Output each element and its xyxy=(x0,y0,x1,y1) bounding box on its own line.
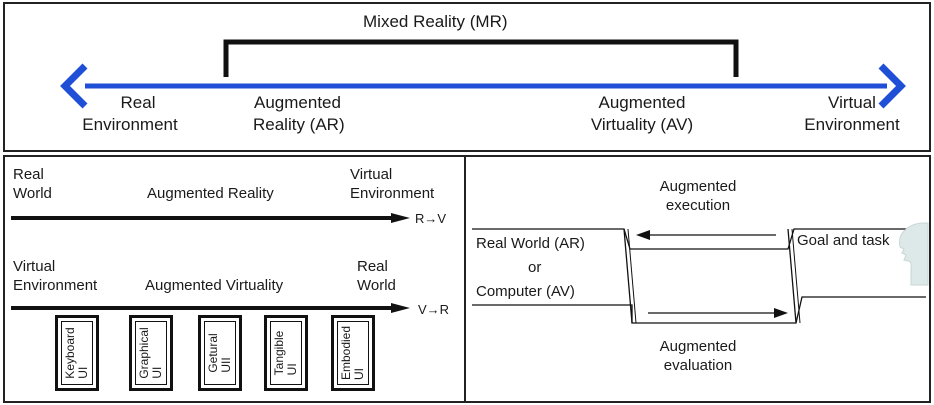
v-to-r-arrow-head xyxy=(391,303,410,313)
gulf-graphics xyxy=(472,222,929,324)
computer-av-label: Computer (AV) xyxy=(476,283,575,300)
continuum-arrow-left-head xyxy=(60,63,88,109)
person-head-icon xyxy=(899,222,929,286)
continuum-arrow-right-head xyxy=(878,63,906,109)
row2-middle-label: Augmented Virtuality xyxy=(145,277,284,294)
or-label: or xyxy=(528,259,542,276)
r-to-v-label: R→V xyxy=(415,211,447,226)
row1-middle-label: Augmented Reality xyxy=(147,185,274,202)
continuum-graphics xyxy=(60,39,906,109)
execution-gulf-outline xyxy=(472,228,926,250)
mr-bracket xyxy=(223,39,739,77)
evaluation-arrow-head xyxy=(774,308,788,318)
real-world-ar-label: Real World (AR) xyxy=(476,235,585,252)
directional-arrows xyxy=(11,213,410,313)
v-to-r-label: V→R xyxy=(418,302,450,317)
r-to-v-arrow-head xyxy=(391,213,410,223)
mr-title: Mixed Reality (MR) xyxy=(363,12,508,31)
evaluation-gulf-outline xyxy=(472,296,926,324)
goal-and-task-label: Goal and task xyxy=(797,232,890,249)
execution-arrow-head xyxy=(636,230,650,240)
